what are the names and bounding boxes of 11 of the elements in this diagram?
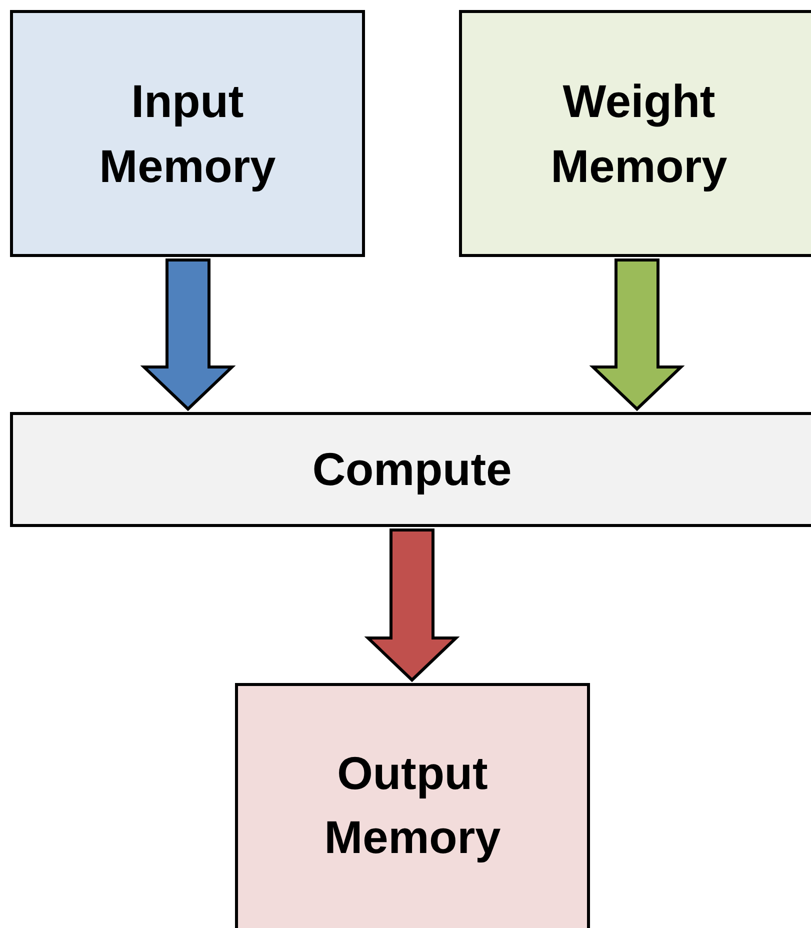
memory-box — [10, 10, 365, 257]
box-label: Output Memory — [323, 746, 502, 866]
block-arrow — [364, 528, 460, 682]
memory-box — [10, 412, 811, 527]
memory-box — [235, 683, 590, 928]
box-label: Input Memory — [98, 74, 277, 194]
box-label: Compute — [311, 442, 513, 498]
block-arrow — [589, 258, 685, 412]
box-label: Weight Memory — [550, 74, 728, 194]
memory-box — [459, 10, 811, 257]
block-arrow — [140, 258, 236, 412]
